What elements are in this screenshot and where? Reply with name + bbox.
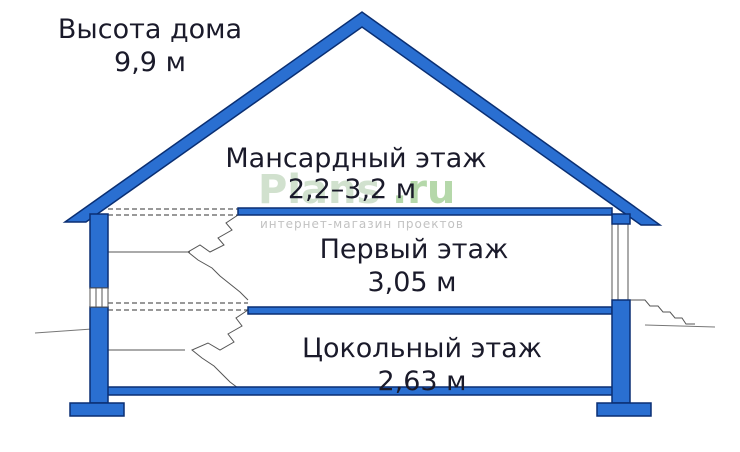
interior-lines (108, 222, 629, 351)
watermark: Plans .ru интернет-магазин проектов (258, 167, 464, 231)
basement-floor-name: Цокольный этаж (302, 333, 542, 364)
footings (69, 402, 652, 417)
roof (62, 11, 663, 226)
first-floor-height: 3,05 м (367, 267, 456, 298)
stairs-lower (191, 309, 249, 389)
stairs-outside (630, 299, 695, 325)
walls (89, 213, 631, 404)
watermark-tagline: интернет-магазин проектов (260, 217, 464, 231)
attic-floor-name: Мансардный этаж (225, 143, 486, 174)
basement-floor-height: 2,63 м (377, 366, 466, 397)
watermark-brand-a: Plans (258, 167, 380, 213)
house-height-value: 9,9 м (114, 47, 186, 78)
watermark-brand-b: .ru (392, 167, 455, 213)
windows (89, 287, 109, 308)
stairs-upper (187, 214, 249, 301)
first-floor-name: Первый этаж (320, 234, 509, 265)
house-height-label: Высота дома (58, 14, 242, 45)
attic-floor-height: 2,2–3,2 м (288, 174, 416, 205)
dashed-guides (108, 208, 248, 311)
ground-lines (34, 324, 716, 334)
